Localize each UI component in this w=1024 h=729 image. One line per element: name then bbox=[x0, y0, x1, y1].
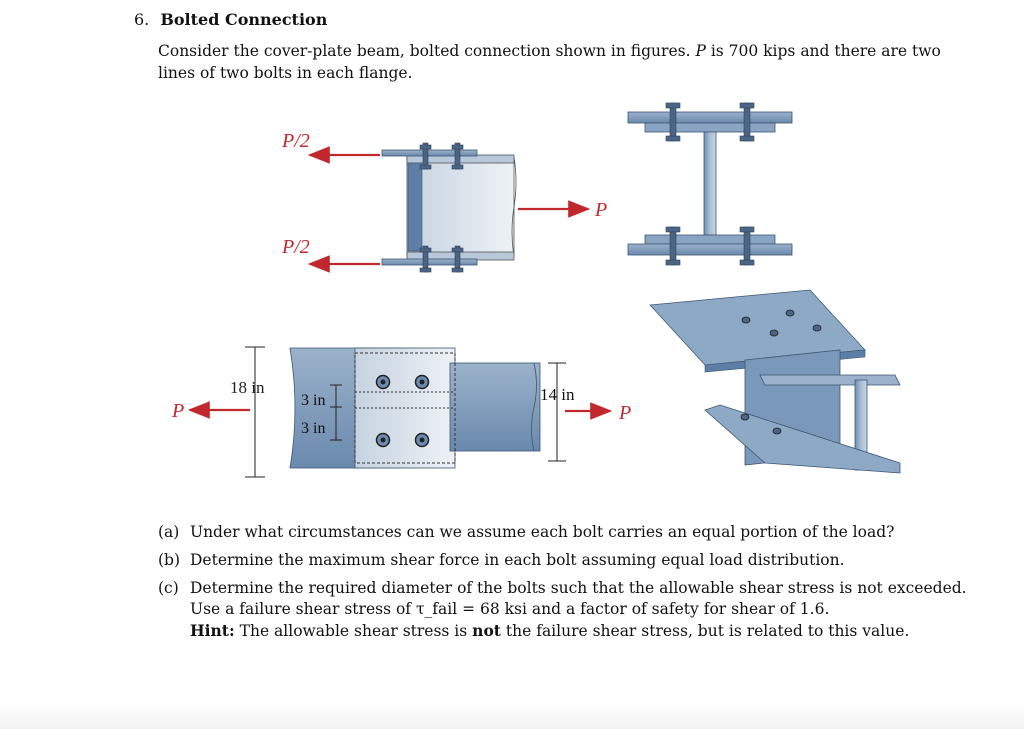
side-bolts bbox=[419, 142, 464, 273]
side-top-cover-plate bbox=[381, 149, 478, 157]
question-list: (a) Under what circumstances can we assu… bbox=[158, 522, 988, 649]
isometric-view bbox=[649, 289, 901, 474]
label-right-force: P bbox=[594, 199, 607, 221]
side-bottom-cover-plate bbox=[381, 258, 478, 266]
section-bottom-plate bbox=[627, 243, 793, 256]
intro-text-b: is 700 kips and there are two bbox=[710, 42, 941, 60]
side-beam-break bbox=[511, 156, 517, 258]
section-bottom-flange bbox=[644, 234, 776, 245]
problem-number: 6. bbox=[134, 10, 150, 29]
question-a-label: (a) bbox=[158, 523, 180, 541]
side-view: P/2 P/2 P bbox=[281, 130, 607, 273]
hint-text-b: the failure shear stress, but is related… bbox=[505, 622, 910, 640]
intro-variable: P bbox=[695, 42, 706, 60]
question-b: (b) Determine the maximum shear force in… bbox=[158, 550, 988, 571]
cross-section bbox=[627, 102, 793, 266]
question-c-text-2: Use a failure shear stress of τ_fail = 6… bbox=[190, 600, 830, 618]
question-c-text-1: Determine the required diameter of the b… bbox=[190, 579, 967, 597]
section-top-plate bbox=[627, 111, 793, 124]
side-beam-web bbox=[406, 156, 515, 258]
label-bottom-force: P/2 bbox=[281, 236, 310, 258]
iso-bolts bbox=[740, 309, 822, 435]
label-plan-left-force: P bbox=[171, 400, 184, 422]
label-top-force: P/2 bbox=[281, 130, 310, 152]
plan-break bbox=[531, 362, 537, 452]
label-dim-width: 14 in bbox=[540, 385, 575, 404]
plan-bolts bbox=[375, 374, 430, 448]
problem-heading: 6. Bolted Connection bbox=[134, 10, 327, 29]
section-top-flange bbox=[644, 122, 776, 133]
side-splice-plate bbox=[407, 162, 423, 252]
problem-title: Bolted Connection bbox=[160, 10, 328, 29]
question-a: (a) Under what circumstances can we assu… bbox=[158, 522, 988, 543]
label-plan-right-force: P bbox=[618, 402, 631, 424]
question-a-text: Under what circumstances can we assume e… bbox=[190, 523, 895, 541]
section-web bbox=[703, 131, 717, 236]
question-b-label: (b) bbox=[158, 551, 181, 569]
iso-bottom-plate bbox=[704, 404, 901, 474]
intro-text-a: Consider the cover-plate beam, bolted co… bbox=[158, 42, 691, 60]
label-dim-spacing-2: 3 in bbox=[301, 420, 325, 437]
question-b-text: Determine the maximum shear force in eac… bbox=[190, 551, 845, 569]
hint-emphasis: not bbox=[472, 621, 501, 640]
label-dim-depth: 18 in bbox=[230, 378, 265, 397]
question-c: (c) Determine the required diameter of t… bbox=[158, 578, 988, 642]
hint-label: Hint: bbox=[190, 621, 235, 640]
plan-view: 18 in P 3 in 3 in 14 in P bbox=[171, 346, 631, 478]
plan-right-plate bbox=[449, 362, 541, 452]
hint-text-a: The allowable shear stress is bbox=[239, 622, 468, 640]
problem-intro: Consider the cover-plate beam, bolted co… bbox=[158, 40, 958, 84]
hint: Hint: The allowable shear stress is not … bbox=[190, 620, 988, 642]
section-bolts bbox=[665, 102, 755, 266]
connection-figure: P/2 P/2 P 18 in bbox=[160, 95, 920, 499]
label-dim-spacing-1: 3 in bbox=[301, 392, 325, 409]
figure-svg: P/2 P/2 P 18 in bbox=[171, 102, 901, 478]
iso-top-flange bbox=[759, 374, 901, 386]
intro-text-line2: lines of two bolts in each flange. bbox=[158, 64, 413, 82]
page-bottom-shade bbox=[0, 703, 1024, 729]
question-c-label: (c) bbox=[158, 579, 179, 597]
